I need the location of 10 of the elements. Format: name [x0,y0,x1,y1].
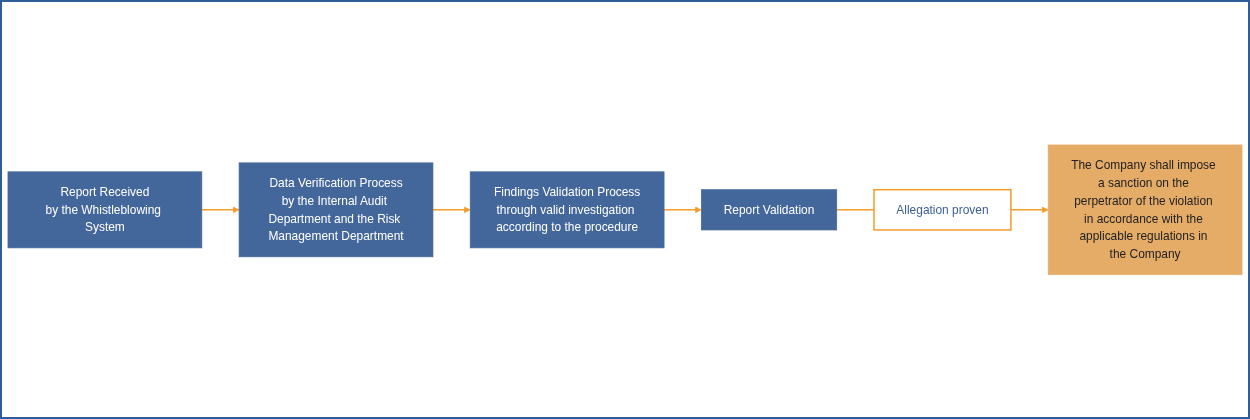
arrow [663,206,702,213]
arrow [432,206,471,213]
node-box: Allegation proven [873,188,1012,231]
node-box: Data Verification Process by the Internal Audit Department and the Risk Management Department [238,162,434,257]
node-box: Report Received by the Whistleblowing System [7,171,203,248]
node-box: The Company shall impose a sanction on the perpetrator of the violation in accordance with the applicable regulations in the Company [1047,144,1243,275]
arrow [201,206,240,213]
arrow [1010,206,1049,213]
node-box: Findings Validation Process through valid investigation according to the procedure [469,171,665,248]
node-box: Report Validation [700,189,838,230]
